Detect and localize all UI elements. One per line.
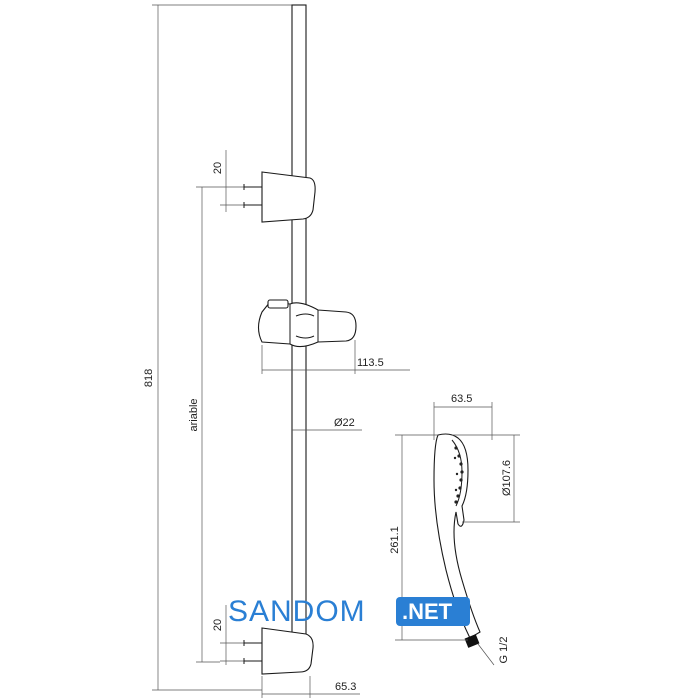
nozzle-pattern — [453, 446, 464, 504]
bracket-top-height-label: 20 — [212, 162, 224, 174]
head-width-dimension: 63.5 — [433, 393, 493, 440]
total-height-label: 818 — [143, 369, 155, 387]
bar-diameter-dimension: Ø22 — [292, 417, 362, 431]
thread-label: G 1/2 — [498, 637, 510, 664]
bottom-wall-bracket — [243, 627, 314, 675]
watermark-brand: SANDOM — [228, 595, 366, 628]
variable-dimension: ariable — [188, 186, 220, 663]
head-diameter-dimension: Ø107.6 — [452, 434, 520, 523]
head-width-label: 63.5 — [451, 393, 472, 405]
bar-diameter-label: Ø22 — [334, 417, 355, 429]
hand-shower — [433, 433, 481, 648]
head-diameter-label: Ø107.6 — [501, 460, 513, 496]
thread-dimension: G 1/2 — [477, 637, 510, 666]
handle-length-label: 261.1 — [389, 526, 401, 554]
slider-depth-label: 113.5 — [357, 357, 384, 369]
watermark: SANDOM .NET — [228, 595, 470, 628]
watermark-suffix: .NET — [402, 599, 453, 624]
slider-depth-dimension: 113.5 — [261, 340, 410, 374]
variable-label: ariable — [188, 398, 200, 431]
total-height-dimension: 818 — [143, 4, 298, 691]
watermark-suffix-box — [396, 597, 470, 626]
top-wall-bracket — [243, 171, 316, 223]
bottom-depth-label: 65.3 — [335, 681, 356, 693]
slider-holder — [257, 299, 357, 348]
bottom-depth-dimension: 65.3 — [261, 676, 360, 698]
bracket-top-dimension: 20 — [212, 150, 262, 212]
bracket-bottom-height-label: 20 — [212, 619, 224, 631]
